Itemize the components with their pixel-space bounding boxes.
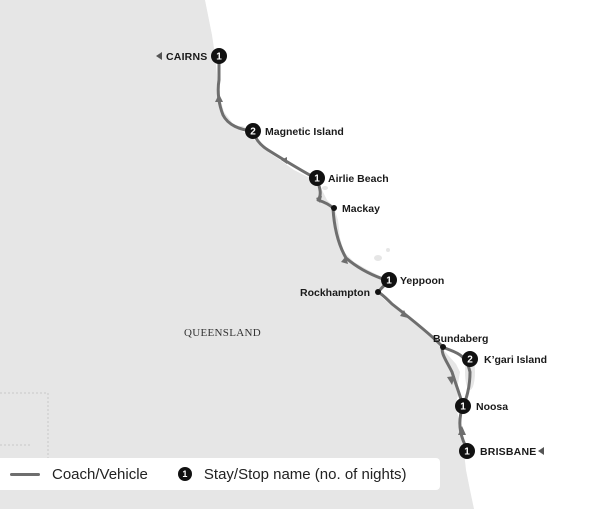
map-legend: Coach/Vehicle 1 Stay/Stop name (no. of n… <box>0 458 440 490</box>
stop-name: Mackay <box>342 203 380 215</box>
stop-nights: 2 <box>467 355 473 366</box>
stop-airlie-beach[interactable]: 1 Airlie Beach <box>309 170 389 186</box>
stop-dot <box>375 289 381 295</box>
stop-yeppoon[interactable]: 1 Yeppoon <box>381 272 444 288</box>
stop-rockhampton[interactable]: Rockhampton <box>300 287 381 299</box>
island <box>322 186 328 190</box>
stop-nights: 1 <box>460 402 466 413</box>
stop-marker <box>455 398 471 414</box>
stop-name: K’gari Island <box>484 354 547 366</box>
route-arrow <box>316 196 322 203</box>
route-arrow <box>447 376 455 385</box>
stop-nights: 1 <box>216 52 222 63</box>
stop-brisbane[interactable]: 1 BRISBANE <box>459 443 544 459</box>
stop-marker <box>459 443 475 459</box>
stop-name: Yeppoon <box>400 275 444 287</box>
route-line-swatch-icon <box>10 472 40 476</box>
start-end-pointer-icon <box>156 52 162 60</box>
stop-marker <box>211 48 227 64</box>
start-end-pointer-icon <box>538 447 544 455</box>
stop-name: Magnetic Island <box>265 126 344 138</box>
stop-nights: 2 <box>250 127 256 138</box>
stop-noosa[interactable]: 1 Noosa <box>455 398 508 414</box>
stop-name: Rockhampton <box>300 287 370 299</box>
stop-magnetic-island[interactable]: 2 Magnetic Island <box>245 123 344 139</box>
land-mass <box>0 0 474 509</box>
stop-nights: 1 <box>386 276 392 287</box>
route-arrow <box>215 94 223 102</box>
legend-stop-label: Stay/Stop name (no. of nights) <box>203 465 407 483</box>
stop-marker <box>245 123 261 139</box>
route-arrow <box>458 426 466 435</box>
legend-route-label: Coach/Vehicle <box>52 465 148 483</box>
stop-name: BRISBANE <box>480 446 536 458</box>
stop-nights: 1 <box>314 174 320 185</box>
stop-dot <box>331 205 337 211</box>
island <box>374 255 382 261</box>
route-arrow <box>341 256 348 264</box>
stop-marker <box>309 170 325 186</box>
stop-name: Airlie Beach <box>328 173 389 185</box>
stop-marker <box>381 272 397 288</box>
island <box>386 248 390 252</box>
stop-kgari-island[interactable]: 2 K’gari Island <box>462 351 547 367</box>
stop-name: Noosa <box>476 401 508 413</box>
route-arrow <box>281 157 287 164</box>
route-arrow <box>400 310 408 318</box>
stop-cairns[interactable]: CAIRNS 1 <box>156 48 227 64</box>
stop-name: CAIRNS <box>166 51 207 63</box>
stop-marker <box>462 351 478 367</box>
stop-bundaberg[interactable]: Bundaberg <box>433 333 488 350</box>
region-label: QUEENSLAND <box>184 327 261 339</box>
stop-mackay[interactable]: Mackay <box>331 203 380 215</box>
state-border <box>0 392 49 460</box>
stop-name: Bundaberg <box>433 333 488 345</box>
stop-marker-swatch-icon: 1 <box>177 467 192 481</box>
stop-dot <box>440 344 446 350</box>
stop-nights: 1 <box>464 447 470 458</box>
